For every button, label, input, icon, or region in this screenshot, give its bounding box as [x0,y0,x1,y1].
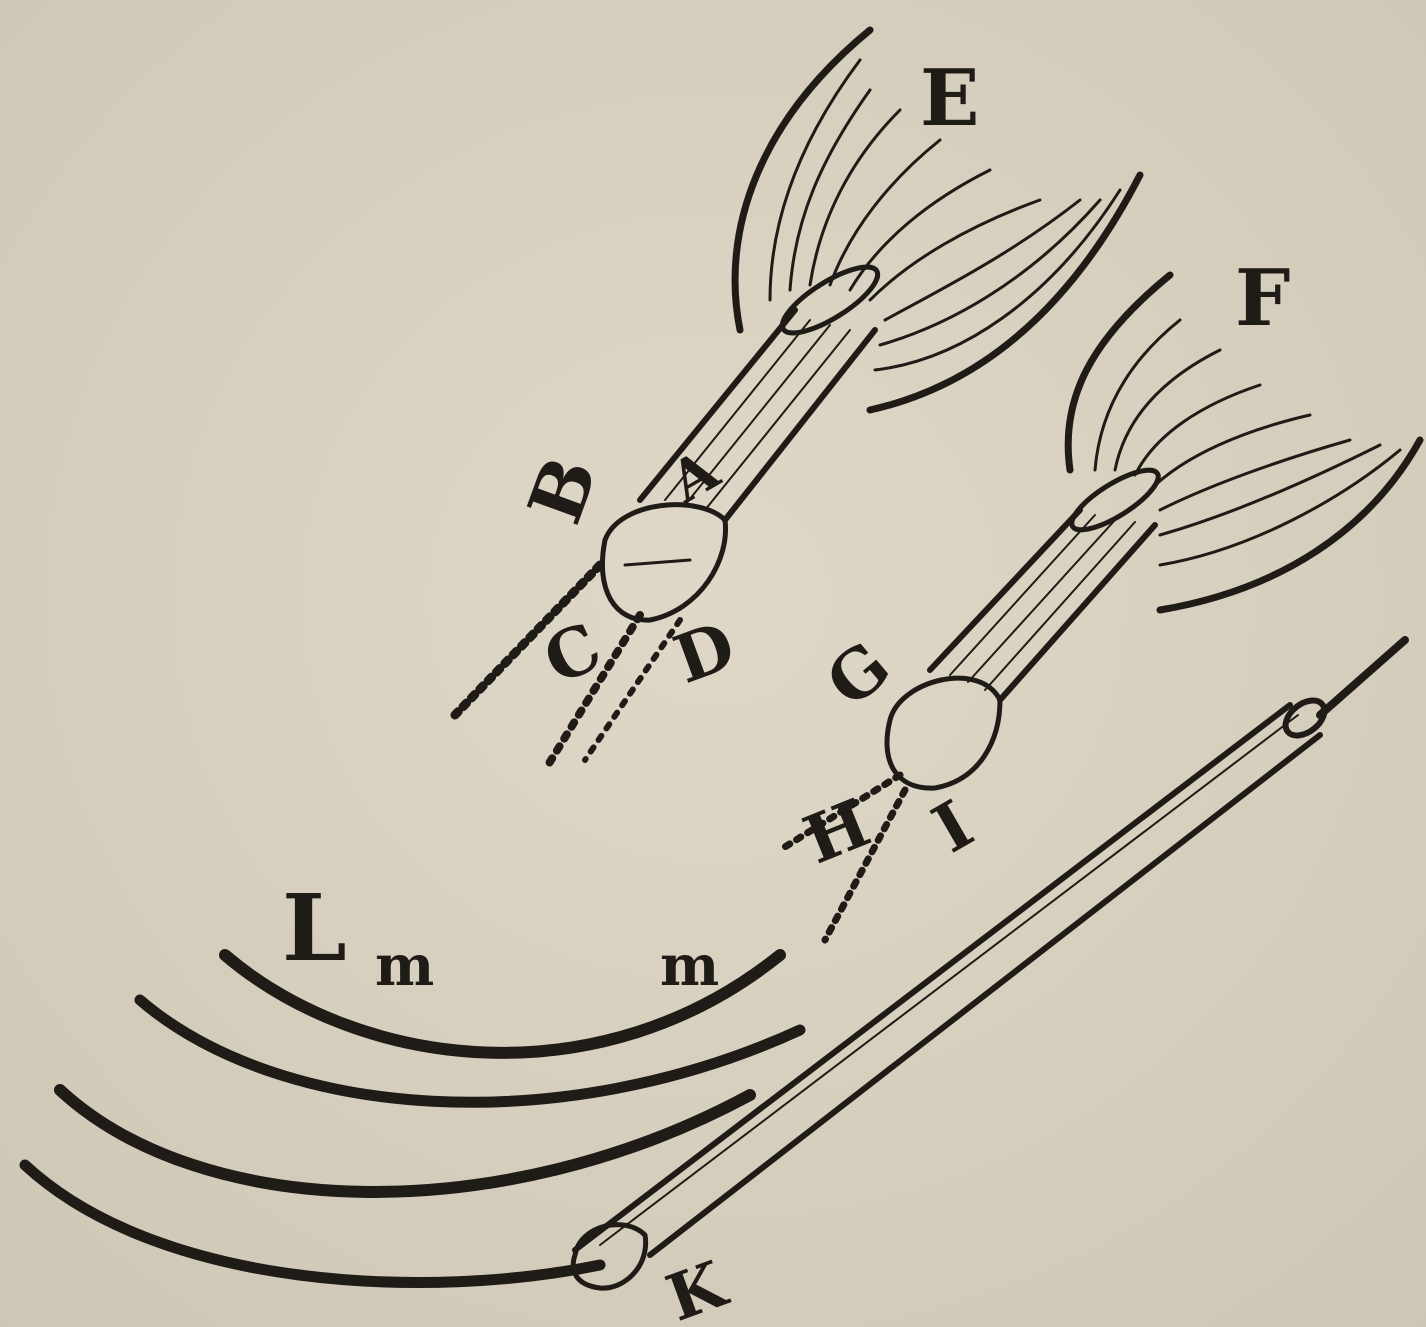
label-m-left: m [375,933,434,999]
label-m-right: m [660,933,719,999]
label-f: F [1235,253,1290,344]
label-e: E [920,53,979,144]
label-l: L [282,874,347,982]
